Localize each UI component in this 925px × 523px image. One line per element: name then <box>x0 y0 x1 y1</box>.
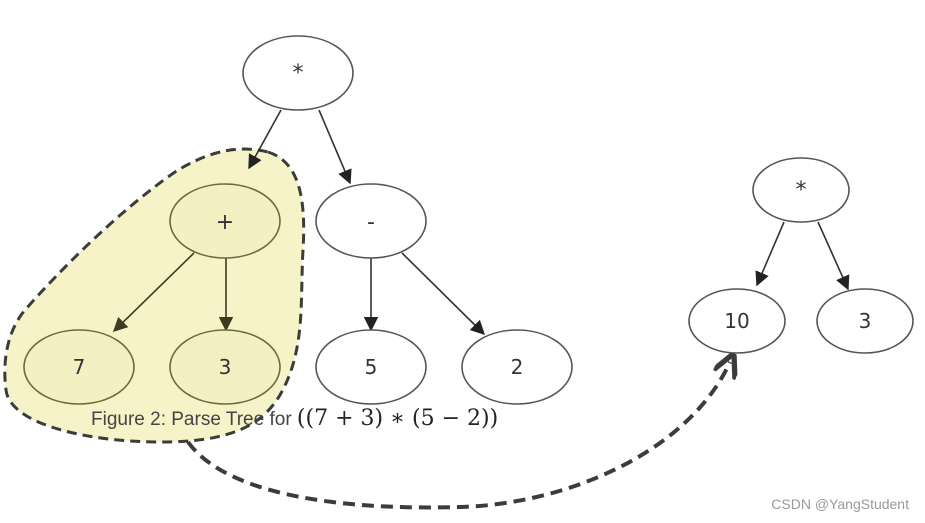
node-seven-label: 7 <box>73 355 86 379</box>
figure-caption-math: ((7 + 3) ∗ (5 − 2)) <box>297 406 498 431</box>
node-two: 2 <box>461 329 573 405</box>
node-two-label: 2 <box>511 355 524 379</box>
edge-minus-two <box>401 252 486 336</box>
node-plus-label: + <box>216 210 234 235</box>
watermark: CSDN @YangStudent <box>771 496 909 512</box>
reduced-node-right: 3 <box>816 288 914 354</box>
figure-caption-text: Figure 2: Parse Tree for <box>91 409 297 430</box>
node-five: 5 <box>315 329 427 405</box>
reduced-node-root: * <box>752 157 850 223</box>
node-plus: + <box>169 183 281 259</box>
node-minus: - <box>315 183 427 259</box>
node-five-label: 5 <box>365 355 378 379</box>
node-root-label: * <box>293 61 304 86</box>
node-seven: 7 <box>23 329 135 405</box>
transformation-arrow <box>186 362 730 510</box>
node-minus-label: - <box>367 210 375 235</box>
figure-caption: Figure 2: Parse Tree for ((7 + 3) ∗ (5 −… <box>91 406 498 431</box>
edge-root-plus <box>248 109 282 170</box>
reduced-node-left: 10 <box>688 288 786 354</box>
node-three-label: 3 <box>219 355 232 379</box>
reduced-node-root-label: * <box>796 178 807 203</box>
edge-root-minus <box>318 109 352 185</box>
node-three: 3 <box>169 329 281 405</box>
reduced-node-left-label: 10 <box>724 309 749 333</box>
edge-reduced-root-left <box>755 221 785 287</box>
reduced-node-right-label: 3 <box>859 309 872 333</box>
edge-reduced-root-right <box>817 221 850 291</box>
edge-plus-seven <box>112 252 195 333</box>
node-root: * <box>242 35 354 111</box>
